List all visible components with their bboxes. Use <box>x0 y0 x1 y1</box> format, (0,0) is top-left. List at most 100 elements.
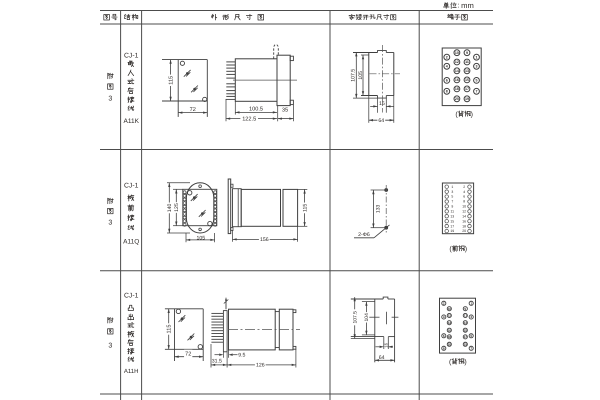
svg-text:2: 2 <box>463 185 465 189</box>
svg-text:3: 3 <box>108 343 112 350</box>
svg-text:13: 13 <box>450 214 454 218</box>
svg-text:16: 16 <box>462 219 466 223</box>
svg-text:1: 1 <box>470 301 472 305</box>
svg-text:104: 104 <box>364 313 370 322</box>
svg-text:72: 72 <box>190 107 196 113</box>
svg-text:9: 9 <box>451 205 453 209</box>
svg-text:3: 3 <box>476 65 478 69</box>
svg-text:64: 64 <box>379 355 385 361</box>
svg-text:19: 19 <box>450 229 454 233</box>
svg-text:(: ( <box>449 358 452 366</box>
svg-text:11: 11 <box>465 60 469 64</box>
svg-text:105: 105 <box>358 71 364 80</box>
svg-text:10: 10 <box>448 307 452 311</box>
svg-text:19: 19 <box>464 342 468 346</box>
svg-text:3: 3 <box>108 220 112 227</box>
svg-text:A11K: A11K <box>123 118 139 125</box>
svg-text:105: 105 <box>196 235 205 241</box>
svg-text:18: 18 <box>462 224 466 228</box>
svg-text:14: 14 <box>462 214 466 218</box>
svg-text:9.5: 9.5 <box>238 353 245 359</box>
svg-text:6: 6 <box>446 79 448 83</box>
svg-text:12: 12 <box>448 314 452 318</box>
svg-text:12: 12 <box>455 60 459 64</box>
svg-text:107.5: 107.5 <box>352 311 358 324</box>
svg-text:CJ-1: CJ-1 <box>124 52 139 59</box>
svg-text:CJ-1: CJ-1 <box>124 293 139 300</box>
svg-text:2: 2 <box>443 301 445 305</box>
svg-text:9: 9 <box>466 51 468 55</box>
svg-text:15: 15 <box>464 328 468 332</box>
svg-text:7: 7 <box>470 346 472 350</box>
svg-text:115: 115 <box>302 204 308 212</box>
svg-text:10: 10 <box>455 51 459 55</box>
svg-text:CJ-1: CJ-1 <box>124 183 139 190</box>
svg-text:5: 5 <box>451 195 453 199</box>
svg-text:7: 7 <box>451 200 453 204</box>
svg-text:4: 4 <box>463 190 465 194</box>
svg-text:125: 125 <box>174 203 180 212</box>
svg-text:8: 8 <box>463 200 465 204</box>
svg-text:1: 1 <box>451 185 453 189</box>
svg-text:31.5: 31.5 <box>212 358 222 364</box>
svg-text:14: 14 <box>448 321 452 325</box>
svg-text:A11Q: A11Q <box>123 238 139 245</box>
svg-text:140: 140 <box>167 203 173 212</box>
svg-text:115: 115 <box>167 325 173 334</box>
svg-text:5: 5 <box>476 79 478 83</box>
svg-text:20: 20 <box>462 229 466 233</box>
svg-text:7: 7 <box>476 90 478 94</box>
svg-text:13: 13 <box>465 69 469 73</box>
svg-text:9: 9 <box>464 307 466 311</box>
svg-text:2: 2 <box>446 55 448 59</box>
svg-text:64: 64 <box>378 118 384 124</box>
svg-text:): ) <box>464 358 466 366</box>
svg-text:(: ( <box>455 111 458 119</box>
svg-text:10: 10 <box>462 205 466 209</box>
svg-text:4: 4 <box>443 315 445 319</box>
svg-text:1: 1 <box>476 55 478 59</box>
svg-text:20: 20 <box>455 97 459 101</box>
svg-text:): ) <box>465 245 467 253</box>
svg-text:12: 12 <box>462 210 466 214</box>
svg-text:13: 13 <box>464 321 468 325</box>
svg-text:115: 115 <box>169 76 175 85</box>
svg-text:17: 17 <box>465 87 469 91</box>
svg-text:72: 72 <box>185 352 191 358</box>
svg-text:18: 18 <box>448 335 452 339</box>
svg-text:4: 4 <box>446 65 448 69</box>
svg-text:6: 6 <box>443 334 445 338</box>
svg-text:11: 11 <box>464 314 468 318</box>
svg-text:16: 16 <box>379 101 385 107</box>
svg-text:3: 3 <box>451 190 453 194</box>
svg-text:100.5: 100.5 <box>249 106 263 112</box>
svg-text:19: 19 <box>465 97 469 101</box>
svg-text:18: 18 <box>455 87 459 91</box>
svg-text:35: 35 <box>282 107 288 113</box>
svg-text:8: 8 <box>446 90 448 94</box>
svg-text:133: 133 <box>375 205 381 214</box>
svg-text:16: 16 <box>448 328 452 332</box>
svg-text:107.5: 107.5 <box>350 69 356 82</box>
svg-text:156: 156 <box>260 237 269 243</box>
svg-text:15: 15 <box>450 219 454 223</box>
svg-text:17: 17 <box>450 224 454 228</box>
svg-text:122.5: 122.5 <box>242 117 256 123</box>
svg-text:3: 3 <box>108 96 112 103</box>
svg-text:17: 17 <box>464 335 468 339</box>
svg-text:6: 6 <box>463 195 465 199</box>
svg-text:): ) <box>471 111 473 119</box>
svg-text:20: 20 <box>448 342 452 346</box>
svg-text:mm: mm <box>461 1 474 10</box>
svg-text:5: 5 <box>470 334 472 338</box>
svg-text:8: 8 <box>443 346 445 350</box>
svg-text:2-Φ6: 2-Φ6 <box>358 232 370 238</box>
svg-text:(: ( <box>449 245 452 253</box>
svg-text:11: 11 <box>451 210 455 214</box>
svg-text:A11H: A11H <box>124 368 139 375</box>
svg-text::: : <box>457 3 459 10</box>
svg-text:16: 16 <box>455 78 459 82</box>
svg-text:14: 14 <box>455 69 459 73</box>
svg-text:15: 15 <box>465 78 469 82</box>
svg-text:126: 126 <box>256 363 265 369</box>
